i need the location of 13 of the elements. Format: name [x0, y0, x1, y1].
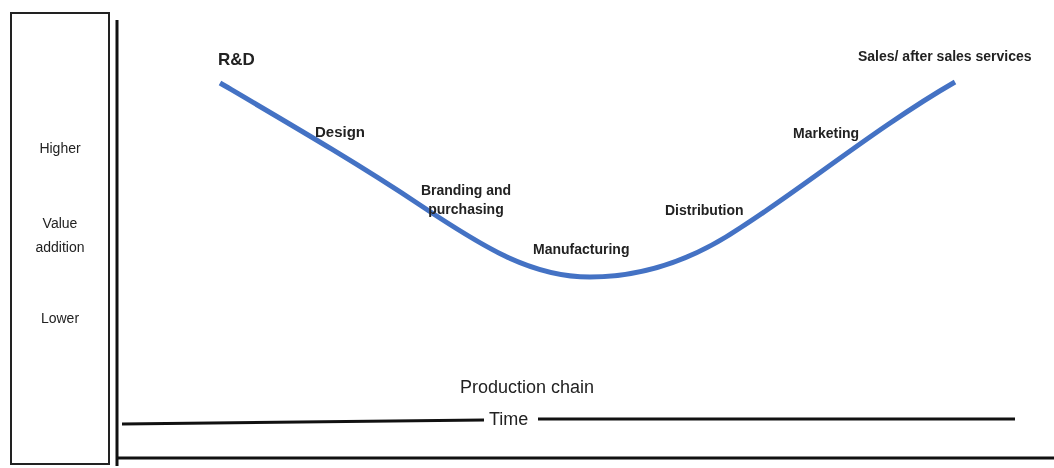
- stage-label: Sales/ after sales services: [858, 48, 1032, 64]
- stage-label: Branding and purchasing: [419, 181, 513, 219]
- value-addition-box: [10, 12, 110, 465]
- axis-label: Value addition: [34, 214, 86, 257]
- stage-label: R&D: [218, 50, 255, 70]
- stage-label: Distribution: [665, 202, 744, 218]
- stage-label: Design: [315, 123, 365, 140]
- axis-title: Production chain: [460, 377, 595, 398]
- axis-title: Time: [489, 409, 529, 430]
- axis-label: Lower: [39, 310, 81, 326]
- stage-label: Marketing: [793, 125, 860, 141]
- axis-label: Higher: [38, 140, 82, 156]
- stage-label: Manufacturing: [533, 241, 630, 257]
